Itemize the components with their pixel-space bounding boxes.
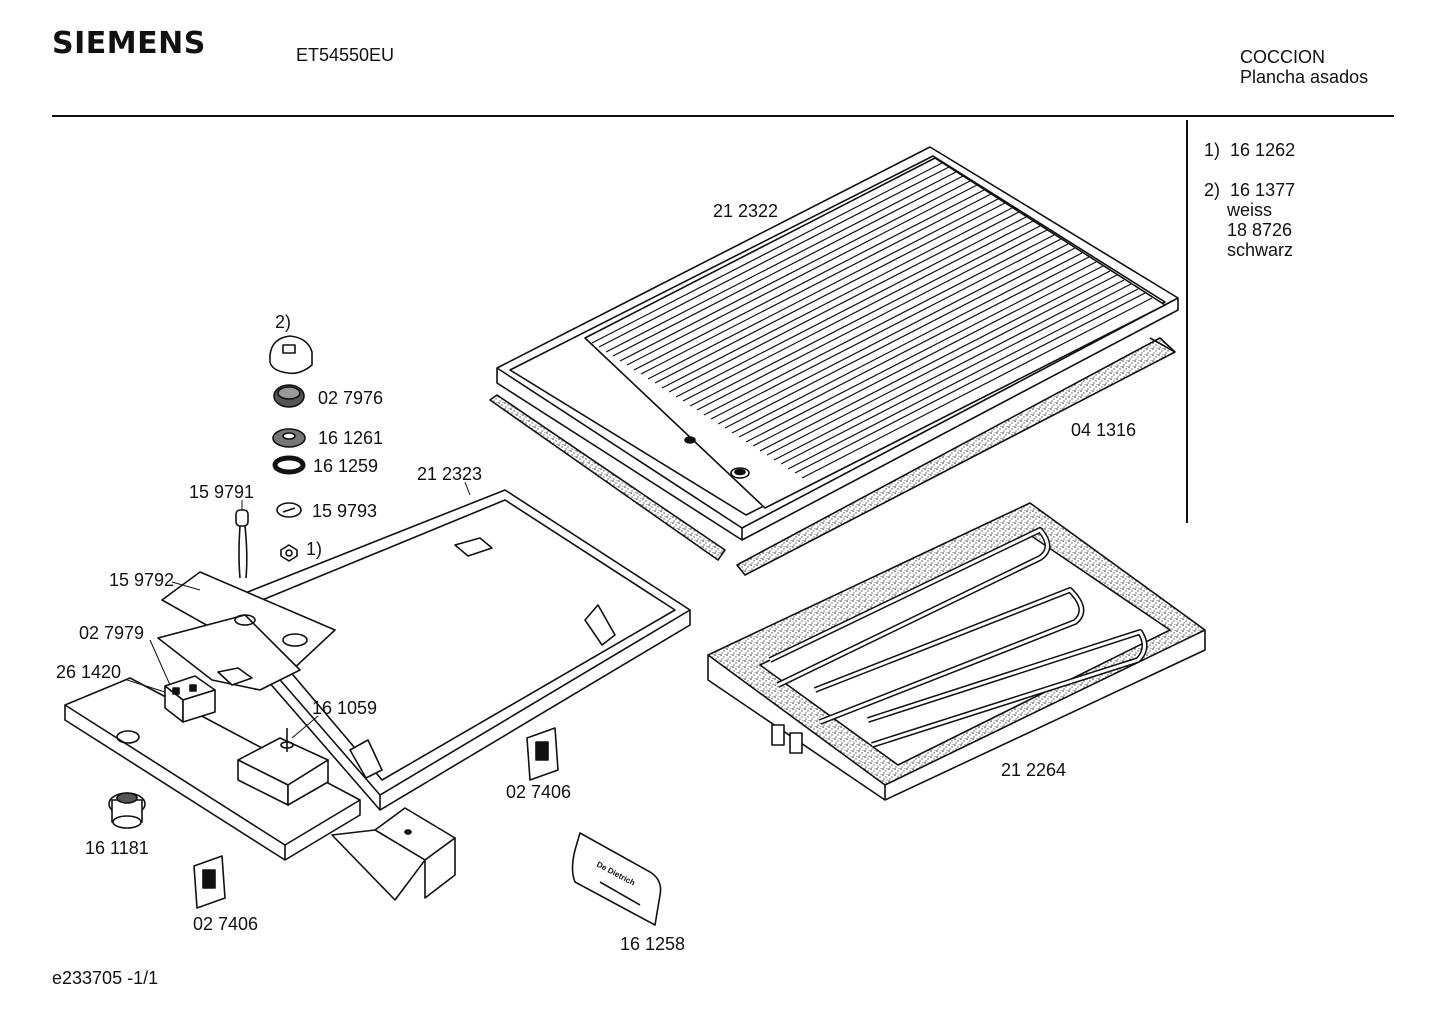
label-159791: 15 9791 [189, 482, 254, 502]
pilot-lamp [235, 509, 249, 579]
label-161259: 16 1259 [313, 456, 378, 476]
leader-lines [126, 481, 471, 739]
note-2-color1: weiss [1227, 200, 1273, 220]
note-1: 1) 16 1262 [1204, 140, 1295, 160]
note-2: 2) 16 1377 [1204, 180, 1295, 200]
label-knob-ref: 2) [275, 312, 291, 332]
category-block: COCCION Plancha asados [1240, 47, 1368, 87]
frame [214, 489, 691, 811]
label-heating-element: 21 2264 [1001, 760, 1066, 780]
label-027979: 02 7979 [79, 623, 144, 643]
label-seal: 04 1316 [1071, 420, 1136, 440]
note-2-color2: schwarz [1227, 240, 1294, 260]
heating-element [707, 502, 1206, 801]
label-grill-plate: 21 2322 [713, 201, 778, 221]
label-161258: 16 1258 [620, 934, 685, 954]
note-2-ref: 2) [1204, 180, 1221, 200]
label-frame: 21 2323 [417, 464, 482, 484]
grill-ridges [585, 158, 1153, 479]
notes-panel: 1) 16 1262 2) 16 1377 weiss 18 8726 schw… [1204, 140, 1295, 260]
brand-logo: SIEMENS [52, 26, 206, 61]
label-027406-upper: 02 7406 [506, 782, 571, 802]
cover-box [331, 807, 456, 901]
category-title: COCCION [1240, 47, 1325, 67]
note-2-part2: 18 8726 [1227, 220, 1293, 240]
header-divider [52, 115, 1394, 117]
cable-fitting [108, 792, 146, 829]
document-id: e233705 -1/1 [52, 968, 159, 988]
label-159793: 15 9793 [312, 501, 377, 521]
label-161059: 16 1059 [312, 698, 377, 718]
switch-upper [526, 727, 559, 781]
terminal-block [164, 675, 216, 723]
notes-divider [1186, 120, 1188, 523]
label-027976: 02 7976 [318, 388, 383, 408]
label-161261: 16 1261 [318, 428, 383, 448]
label-027406-lower: 02 7406 [193, 914, 258, 934]
gasket-seal [489, 337, 1176, 576]
label-nut-ref: 1) [306, 539, 322, 559]
note-1-part: 16 1262 [1230, 140, 1296, 160]
control-plate [157, 571, 336, 691]
model-number: ET54550EU [296, 45, 395, 65]
note-2-part: 16 1377 [1230, 180, 1296, 200]
label-159792: 15 9792 [109, 570, 174, 590]
label-161181: 16 1181 [85, 838, 149, 858]
grill-plate [496, 146, 1179, 541]
thermostat [237, 728, 329, 806]
note-1-ref: 1) [1204, 140, 1221, 160]
category-subtitle: Plancha asados [1240, 67, 1369, 87]
knob-assembly [269, 335, 313, 562]
label-261420: 26 1420 [56, 662, 121, 682]
brand-badge [571, 832, 662, 926]
switch-lower [193, 855, 226, 909]
